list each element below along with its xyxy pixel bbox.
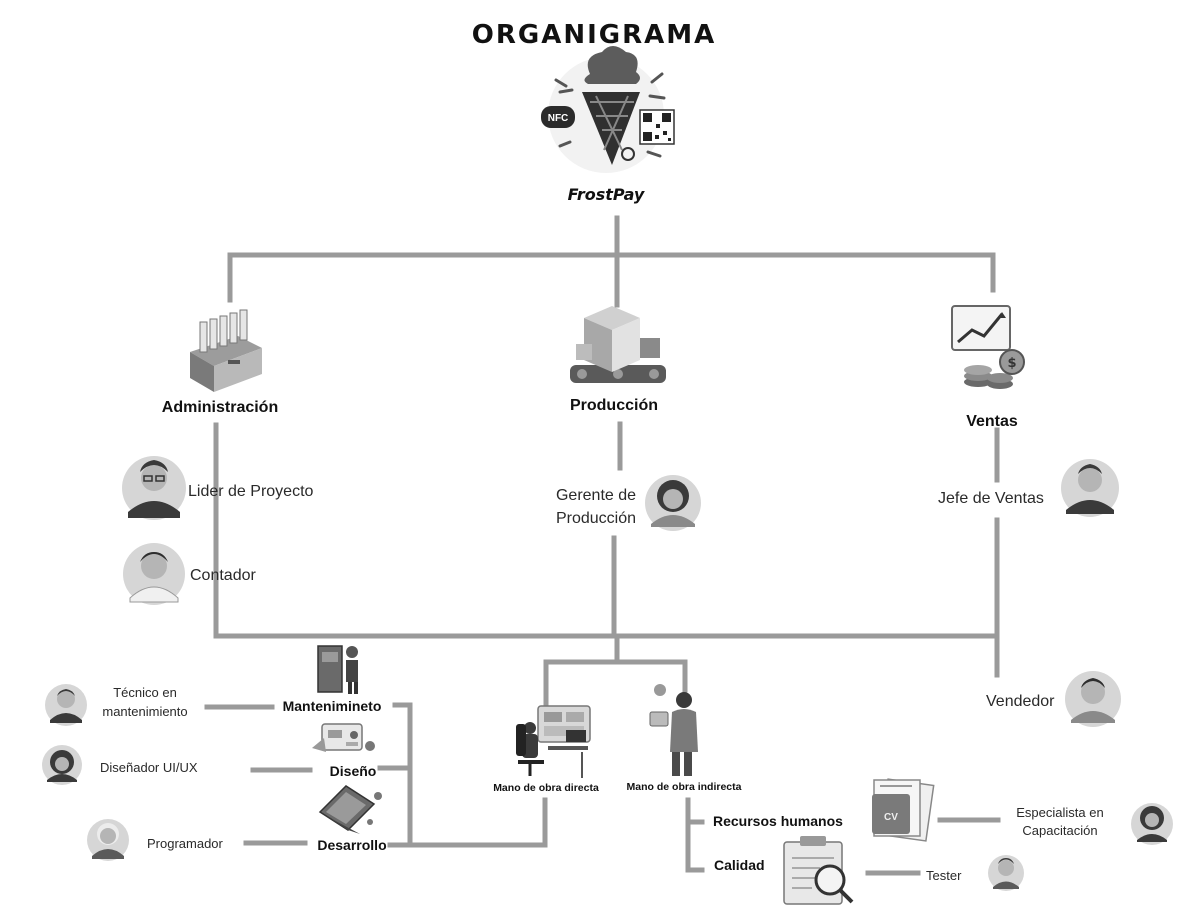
role-tester: Tester bbox=[926, 868, 962, 883]
area-desarrollo: Desarrollo bbox=[317, 837, 386, 853]
avatar-especialista bbox=[1131, 803, 1173, 845]
direct-labor-workstation-icon bbox=[516, 705, 591, 778]
role-especialista-line2: Capacitación bbox=[1022, 823, 1097, 838]
ice-cream-scoop-icon bbox=[584, 46, 640, 84]
qr-code-icon bbox=[639, 109, 675, 145]
avatar-programador bbox=[87, 819, 129, 861]
role-gerente-line2: Producción bbox=[556, 510, 636, 527]
role-programador: Programador bbox=[147, 836, 224, 851]
clipboard-magnifier-icon bbox=[783, 836, 854, 905]
avatar-gerente-produccion bbox=[645, 475, 701, 531]
avatar-lider-proyecto bbox=[122, 456, 186, 520]
role-lider-proyecto: Lider de Proyecto bbox=[188, 483, 314, 500]
connector-lines bbox=[204, 215, 1001, 876]
design-tools-icon bbox=[312, 723, 375, 752]
cv-documents-icon: CV bbox=[872, 778, 935, 842]
archive-box-icon bbox=[190, 309, 262, 392]
department-produccion: Producción bbox=[570, 397, 658, 414]
area-mano-obra-indirecta: Mano de obra indirecta bbox=[627, 781, 742, 793]
laptop-development-icon bbox=[318, 785, 382, 834]
svg-text:$: $ bbox=[1007, 356, 1016, 371]
role-tecnico-line1: Técnico en bbox=[113, 685, 177, 700]
page-title: ORGANIGRAMA bbox=[472, 20, 717, 50]
area-mano-obra-directa: Mano de obra directa bbox=[493, 782, 599, 794]
area-calidad: Calidad bbox=[714, 857, 765, 873]
frostpay-logo: NFC bbox=[541, 46, 675, 173]
department-administracion: Administración bbox=[162, 399, 278, 416]
logo-decorations bbox=[554, 72, 666, 158]
maintenance-worker-icon bbox=[317, 645, 358, 694]
svg-text:CV: CV bbox=[884, 812, 898, 823]
department-ventas: Ventas bbox=[966, 413, 1018, 430]
role-especialista-line1: Especialista en bbox=[1016, 805, 1103, 820]
role-tecnico-line2: mantenimiento bbox=[102, 704, 187, 719]
role-contador: Contador bbox=[190, 567, 256, 584]
avatar-disenador bbox=[42, 745, 82, 785]
avatar-jefe-ventas bbox=[1061, 459, 1119, 517]
area-recursos-humanos: Recursos humanos bbox=[713, 813, 843, 829]
indirect-labor-person-icon bbox=[649, 684, 698, 776]
role-disenador: Diseñador UI/UX bbox=[100, 760, 198, 775]
company-name: FrostPay bbox=[568, 185, 645, 204]
area-diseno: Diseño bbox=[330, 763, 377, 779]
avatar-contador bbox=[123, 543, 185, 605]
cone-pattern bbox=[590, 95, 634, 151]
nfc-badge-label: NFC bbox=[548, 113, 569, 124]
area-mantenimiento: Mantenimineto bbox=[283, 698, 382, 714]
role-vendedor: Vendedor bbox=[986, 693, 1055, 710]
snowflake-icon bbox=[621, 147, 635, 161]
nfc-badge bbox=[541, 106, 575, 128]
production-line-icon bbox=[570, 306, 666, 383]
role-gerente-line1: Gerente de bbox=[556, 487, 636, 504]
avatar-tecnico bbox=[45, 684, 87, 726]
role-jefe-ventas: Jefe de Ventas bbox=[938, 490, 1044, 507]
avatar-vendedor bbox=[1065, 671, 1121, 727]
avatar-tester bbox=[988, 855, 1024, 891]
sales-chart-coins-icon: $ bbox=[951, 305, 1025, 389]
